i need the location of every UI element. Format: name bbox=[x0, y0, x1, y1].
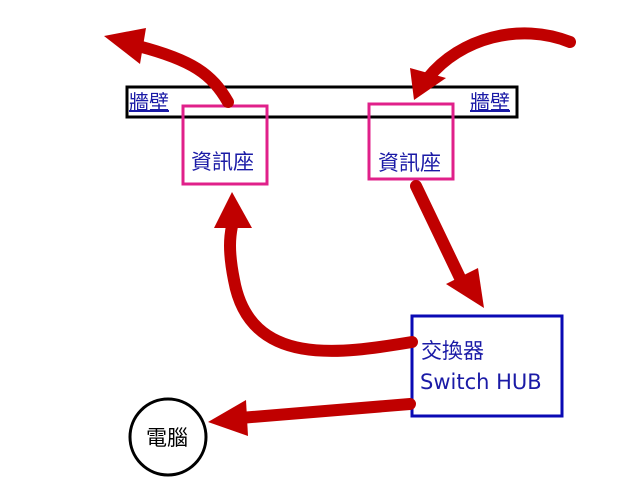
switch-label-line1: 交換器 bbox=[421, 339, 484, 363]
wall-bar bbox=[125, 85, 519, 119]
wall-label-left: 牆壁 bbox=[129, 90, 169, 114]
arrowhead-right-outlet-to-switch bbox=[446, 268, 484, 308]
arrowhead-switch-to-computer bbox=[208, 400, 248, 436]
arrowhead-switch-to-left-outlet bbox=[214, 192, 252, 228]
arrow-switch-to-left-outlet bbox=[224, 220, 418, 357]
computer-node bbox=[128, 397, 208, 477]
wall-label-right: 牆壁 bbox=[470, 90, 510, 114]
arrowhead-left-outlet-out bbox=[104, 28, 146, 64]
outlet-right-label: 資訊座 bbox=[378, 151, 441, 175]
outlet-right-box bbox=[367, 102, 455, 181]
arrow-right-outlet-to-switch bbox=[410, 180, 468, 288]
arrow-left-outlet-out bbox=[132, 40, 234, 108]
connection-arrows bbox=[104, 27, 576, 436]
arrowhead-incoming-right-outlet bbox=[410, 68, 446, 100]
outlet-left-label: 資訊座 bbox=[191, 150, 254, 174]
switch-label-line2: Switch HUB bbox=[420, 370, 542, 394]
computer-label: 電腦 bbox=[146, 426, 188, 450]
arrow-incoming-right-outlet bbox=[422, 27, 576, 84]
arrow-switch-to-computer bbox=[234, 398, 416, 424]
switch-box bbox=[410, 314, 564, 418]
